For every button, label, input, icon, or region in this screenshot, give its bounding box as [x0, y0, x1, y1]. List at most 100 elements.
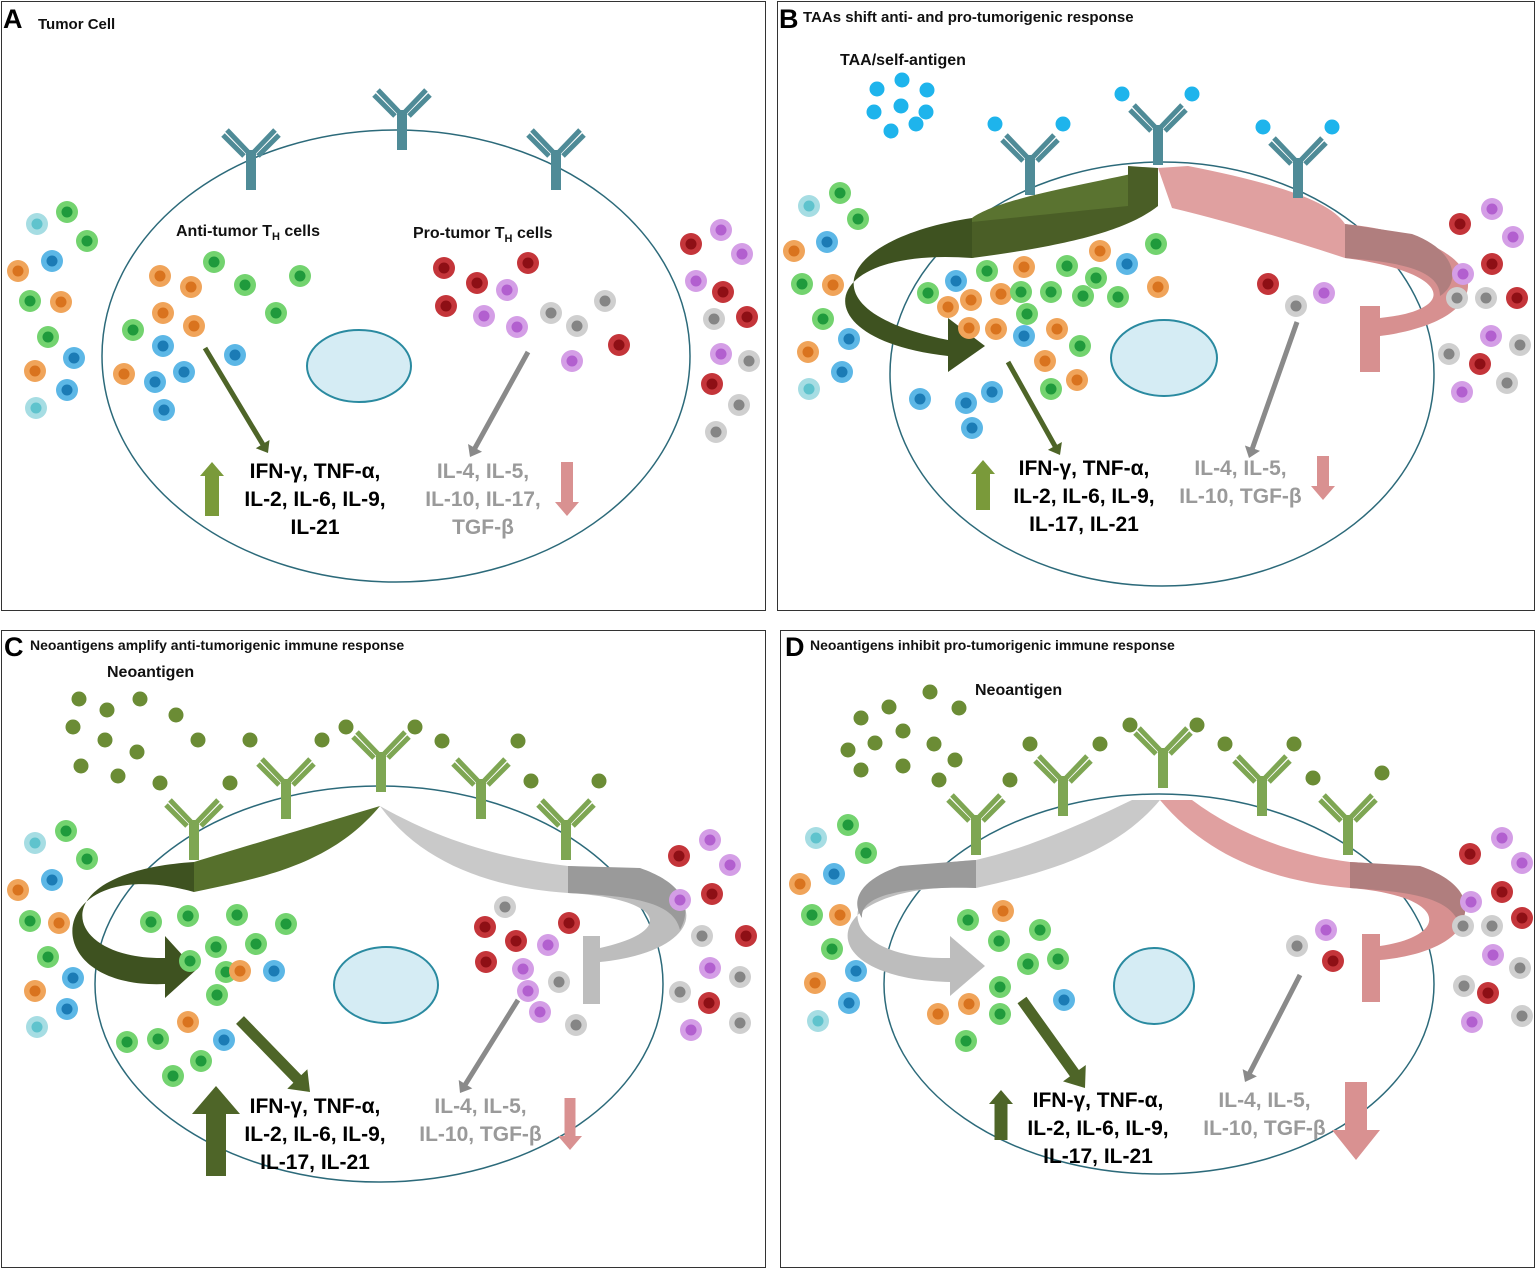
t-cell-icon: [1481, 198, 1503, 220]
t-cell-icon: [466, 272, 488, 294]
antigen-dot-icon: [1217, 736, 1233, 752]
t-cell-icon: [1116, 253, 1138, 275]
t-cell-icon: [1053, 989, 1075, 1011]
t-cell-icon: [548, 971, 570, 993]
t-cell-icon: [1286, 935, 1308, 957]
curved-arrow-icon: [976, 800, 1160, 888]
t-cell-icon: [1511, 852, 1533, 874]
t-cell-icon: [816, 231, 838, 253]
t-cell-icon: [797, 341, 819, 363]
curved-arrow-icon: [380, 806, 568, 893]
t-cell-icon: [1469, 353, 1491, 375]
t-cell-icon: [56, 379, 78, 401]
pro-tumor-secretion-arrow: [1242, 973, 1303, 1082]
t-cell-icon: [289, 265, 311, 287]
t-cell-icon: [668, 845, 690, 867]
anti-tumor-secretion-arrow: [1005, 360, 1062, 455]
down-arrow-icon: [558, 1098, 582, 1150]
t-cell-icon: [1017, 953, 1039, 975]
t-cell-icon: [265, 302, 287, 324]
pro-tumor-th-label: Pro-tumor TH cells: [413, 225, 553, 246]
t-cell-icon: [1451, 381, 1473, 403]
antigen-dot-icon: [895, 723, 911, 739]
antigen-dot-icon: [523, 773, 539, 789]
antigen-dot-icon: [242, 732, 258, 748]
t-cell-icon: [566, 315, 588, 337]
antigen-dot-icon: [919, 82, 935, 98]
t-cell-icon: [213, 1029, 235, 1051]
t-cell-icon: [1496, 372, 1518, 394]
t-cell-icon: [937, 296, 959, 318]
t-cell-icon: [685, 270, 707, 292]
t-cell-icon: [1285, 295, 1307, 317]
t-cell-icon: [1013, 256, 1035, 278]
anti-tumor-secretion-arrow: [202, 346, 270, 453]
t-cell-icon: [275, 913, 297, 935]
t-cell-icon: [1511, 907, 1533, 929]
panel-letter-a: A: [3, 4, 23, 34]
t-cell-icon: [945, 270, 967, 292]
t-cell-icon: [807, 1010, 829, 1032]
t-cell-icon: [1013, 325, 1035, 347]
t-cell-icon: [1145, 233, 1167, 255]
t-cell-icon: [798, 378, 820, 400]
t-cell-icon: [1477, 982, 1499, 1004]
t-cell-icon: [48, 912, 70, 934]
t-cell-icon: [26, 1016, 48, 1038]
t-cell-icon: [63, 347, 85, 369]
antigen-dot-icon: [1374, 765, 1390, 781]
t-cell-icon: [710, 219, 732, 241]
antigen-dot-icon: [510, 733, 526, 749]
antigen-dot-icon: [1022, 736, 1038, 752]
y-receptor-icon: [256, 757, 316, 819]
t-cell-icon: [712, 281, 734, 303]
t-cell-icon: [805, 827, 827, 849]
curved-arrow-icon: [72, 862, 196, 998]
down-arrow-icon: [1332, 1082, 1380, 1160]
pro-tumor-secretion-arrow: [1244, 321, 1300, 458]
t-cell-icon: [517, 980, 539, 1002]
y-receptor-icon: [164, 798, 224, 860]
t-cell-icon: [144, 371, 166, 393]
antigen-dot-icon: [407, 719, 423, 735]
t-cell-icon: [496, 279, 518, 301]
antigen-dot-icon: [866, 104, 882, 120]
t-cell-icon: [179, 950, 201, 972]
t-cell-icon: [263, 960, 285, 982]
antigen-dot-icon: [867, 735, 883, 751]
t-cell-icon: [152, 302, 174, 324]
t-cell-icon: [1460, 891, 1482, 913]
t-cell-icon: [989, 976, 1011, 998]
antigen-dot-icon: [853, 762, 869, 778]
t-cell-icon: [1010, 281, 1032, 303]
t-cell-icon: [1452, 915, 1474, 937]
t-cell-icon: [224, 344, 246, 366]
up-arrow-icon: [192, 1086, 240, 1176]
antigen-dot-icon: [1114, 86, 1130, 102]
antigen-dot-icon: [152, 775, 168, 791]
antigen-dot-icon: [987, 116, 1003, 132]
t-cell-icon: [1147, 276, 1169, 298]
antigen-dot-icon: [1002, 772, 1018, 788]
t-cell-icon: [691, 925, 713, 947]
y-receptor-icon: [1133, 726, 1193, 788]
anti-tumor-secretion-arrow: [1017, 996, 1086, 1088]
t-cell-icon: [1453, 975, 1475, 997]
t-cell-icon: [1056, 255, 1078, 277]
antigen-dot-icon: [926, 736, 942, 752]
t-cell-icon: [56, 201, 78, 223]
t-cell-icon: [1089, 240, 1111, 262]
t-cell-icon: [226, 904, 248, 926]
antigen-dot-icon: [314, 732, 330, 748]
antigen-dot-icon: [338, 719, 354, 735]
t-cell-icon: [838, 328, 860, 350]
t-cell-icon: [206, 984, 228, 1006]
t-cell-icon: [505, 930, 527, 952]
y-receptor-icon: [946, 793, 1006, 855]
t-cell-icon: [955, 392, 977, 414]
t-cell-icon: [1475, 287, 1497, 309]
down-arrow-icon: [555, 462, 579, 516]
t-cell-icon: [183, 315, 205, 337]
antigen-dot-icon: [869, 81, 885, 97]
pro-cytokines-b: IL-4, IL-5,IL-10, TGF-β: [1179, 457, 1302, 508]
